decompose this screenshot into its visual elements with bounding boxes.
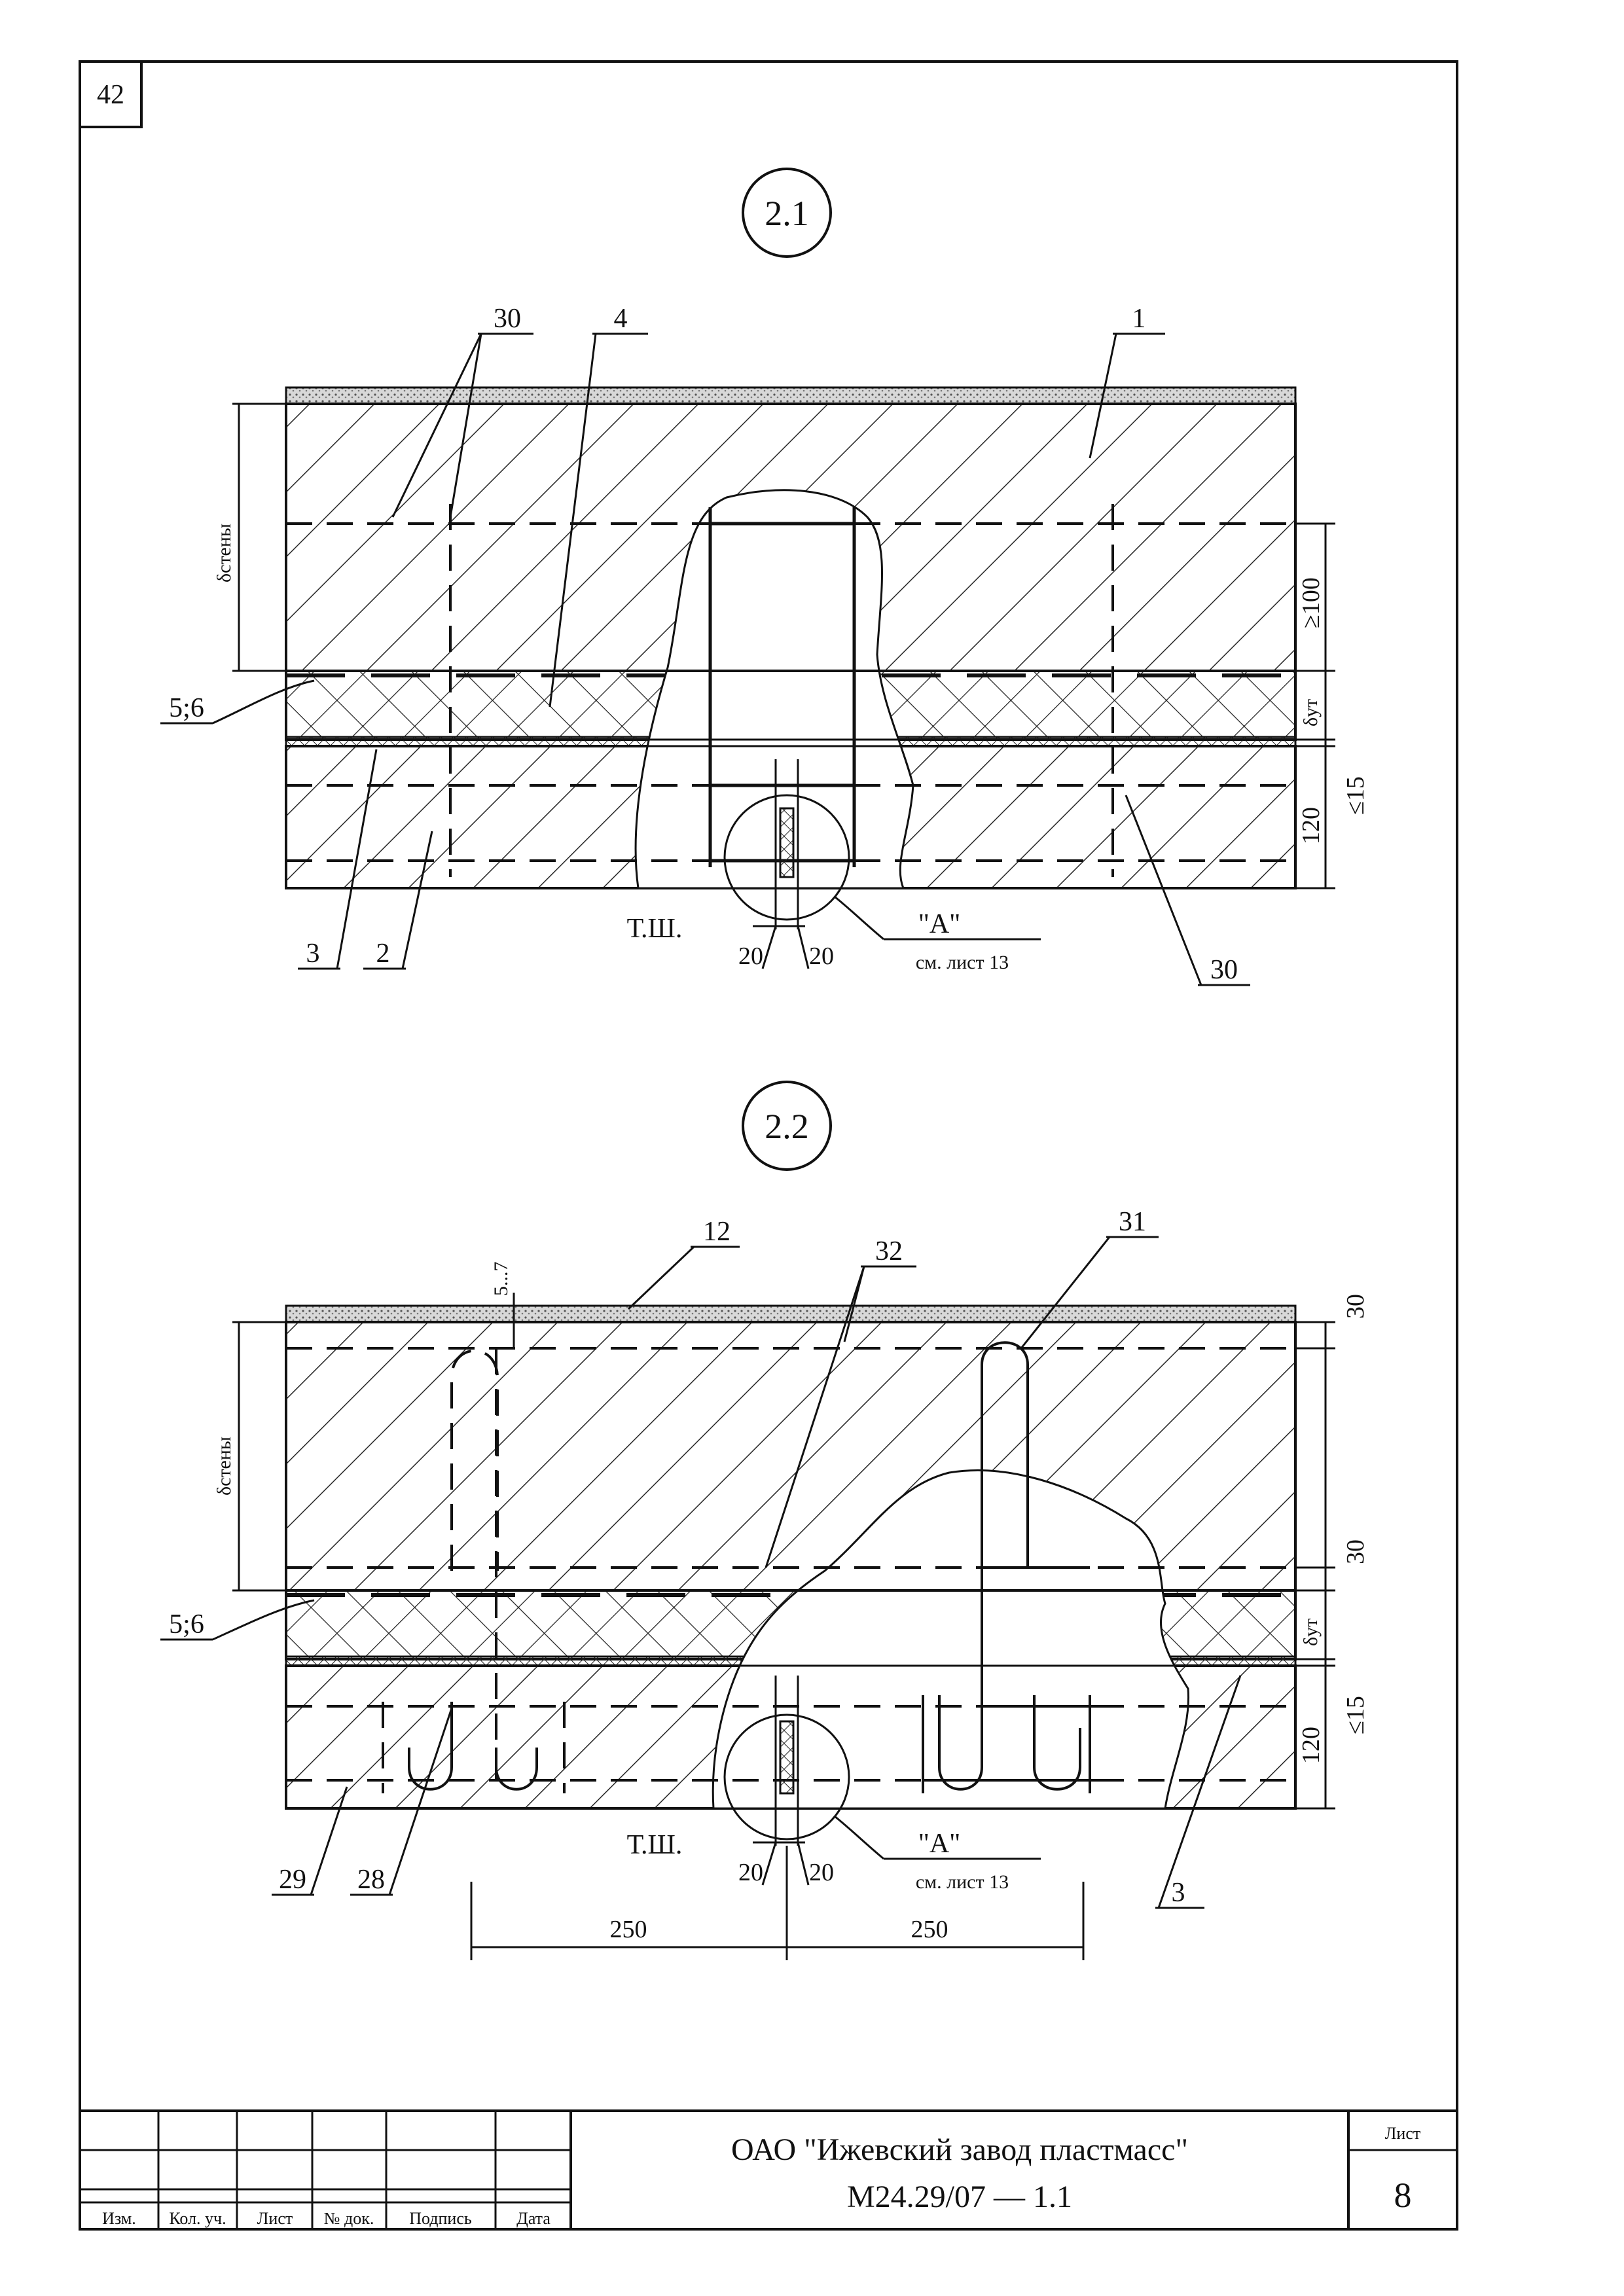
joint-label: Т.Ш.	[627, 914, 683, 944]
ref-sheet-2: см. лист 13	[916, 1871, 1009, 1893]
joint-detail-circle-2	[723, 1713, 850, 1840]
joint-label-2: Т.Ш.	[627, 1830, 683, 1860]
ref-sheet: см. лист 13	[916, 952, 1009, 973]
corner-number-text: 42	[97, 80, 124, 110]
gap-left-2: 20	[738, 1859, 763, 1886]
col-doc: № док.	[324, 2209, 374, 2228]
plaster-layer	[285, 386, 1297, 405]
callout-32: 32	[875, 1236, 903, 1266]
joint-detail-circle	[723, 794, 850, 921]
callout-3: 3	[306, 939, 320, 969]
col-date: Дата	[516, 2209, 550, 2228]
callout-4: 4	[614, 304, 628, 334]
ref-label: "А"	[918, 909, 961, 939]
dim-wall-thickness-label: δстены	[213, 524, 235, 583]
anchor-loops	[408, 1341, 1113, 1793]
title-block: Изм. Кол. уч. Лист № док. Подпись Дата О…	[79, 2109, 1458, 2231]
callout-29: 29	[279, 1865, 306, 1895]
sheet-label: Лист	[1385, 2124, 1420, 2143]
plaster-layer-2	[285, 1304, 1297, 1323]
callout-12: 12	[703, 1217, 731, 1247]
callout-31: 31	[1119, 1207, 1146, 1237]
dim-outer-120-2: 120	[1297, 1727, 1325, 1764]
gap-right-2: 20	[809, 1859, 834, 1886]
gap-right: 20	[809, 942, 834, 970]
detail-2-1-title: 2.1	[765, 194, 809, 233]
detail-2-2-marker	[742, 1081, 832, 1171]
detail-2-2: 2.2	[160, 1081, 1369, 1960]
joint-seal-2	[779, 1720, 795, 1795]
leaders-2-2	[160, 1236, 1242, 1909]
callout-30-top: 30	[494, 304, 521, 334]
dim-chain-right-2	[1295, 1321, 1335, 1810]
dim-min-100: ≥100	[1297, 577, 1325, 628]
document-code: М24.29/07 — 1.1	[847, 2179, 1072, 2214]
callout-1: 1	[1132, 304, 1146, 334]
leaders-2-1	[160, 332, 1250, 986]
span-left: 250	[610, 1916, 647, 1943]
breakout-region	[634, 489, 914, 889]
breakout-region-2	[712, 1469, 1190, 1810]
dim-span	[470, 1846, 1085, 1960]
dim-max-15: ≤15	[1342, 776, 1369, 815]
callout-28: 28	[357, 1865, 385, 1895]
dim-wall-thickness	[232, 403, 286, 672]
detail-2-2-title: 2.2	[765, 1107, 809, 1146]
gap-left: 20	[738, 942, 763, 970]
dim-wall-thickness-2	[232, 1321, 286, 1592]
note-5-7: 5...7	[490, 1262, 512, 1297]
dim-insulation-2: δут	[1300, 1619, 1322, 1646]
dim-wall-thickness-label-2: δстены	[213, 1437, 235, 1496]
dim-max-15-2: ≤15	[1342, 1696, 1369, 1734]
callout-5-6: 5;6	[169, 693, 204, 723]
callout-5-6-b: 5;6	[169, 1609, 204, 1640]
dim-mid-30: 30	[1342, 1539, 1369, 1564]
detail-2-1: 2.1	[160, 168, 1369, 986]
dim-outer-120: 120	[1297, 807, 1325, 844]
col-list: Лист	[257, 2209, 293, 2228]
detail-2-1-marker	[742, 168, 832, 258]
organization: ОАО "Ижевский завод пластмасс"	[731, 2132, 1188, 2167]
callout-3-b: 3	[1172, 1878, 1185, 1908]
callout-30-bottom: 30	[1210, 955, 1238, 985]
span-right: 250	[911, 1916, 948, 1943]
dim-chain-right	[1295, 522, 1335, 889]
col-signature: Подпись	[409, 2209, 472, 2228]
col-kol-uch: Кол. уч.	[169, 2209, 226, 2228]
dim-top-30: 30	[1342, 1294, 1369, 1319]
col-izm: Изм.	[102, 2209, 136, 2228]
ref-label-2: "А"	[918, 1829, 961, 1859]
callout-2: 2	[376, 939, 390, 969]
sheet-value: 8	[1394, 2176, 1412, 2215]
corner-sheet-number: 42	[79, 60, 143, 128]
joint-seal	[779, 807, 795, 878]
dim-insulation: δут	[1300, 699, 1322, 726]
